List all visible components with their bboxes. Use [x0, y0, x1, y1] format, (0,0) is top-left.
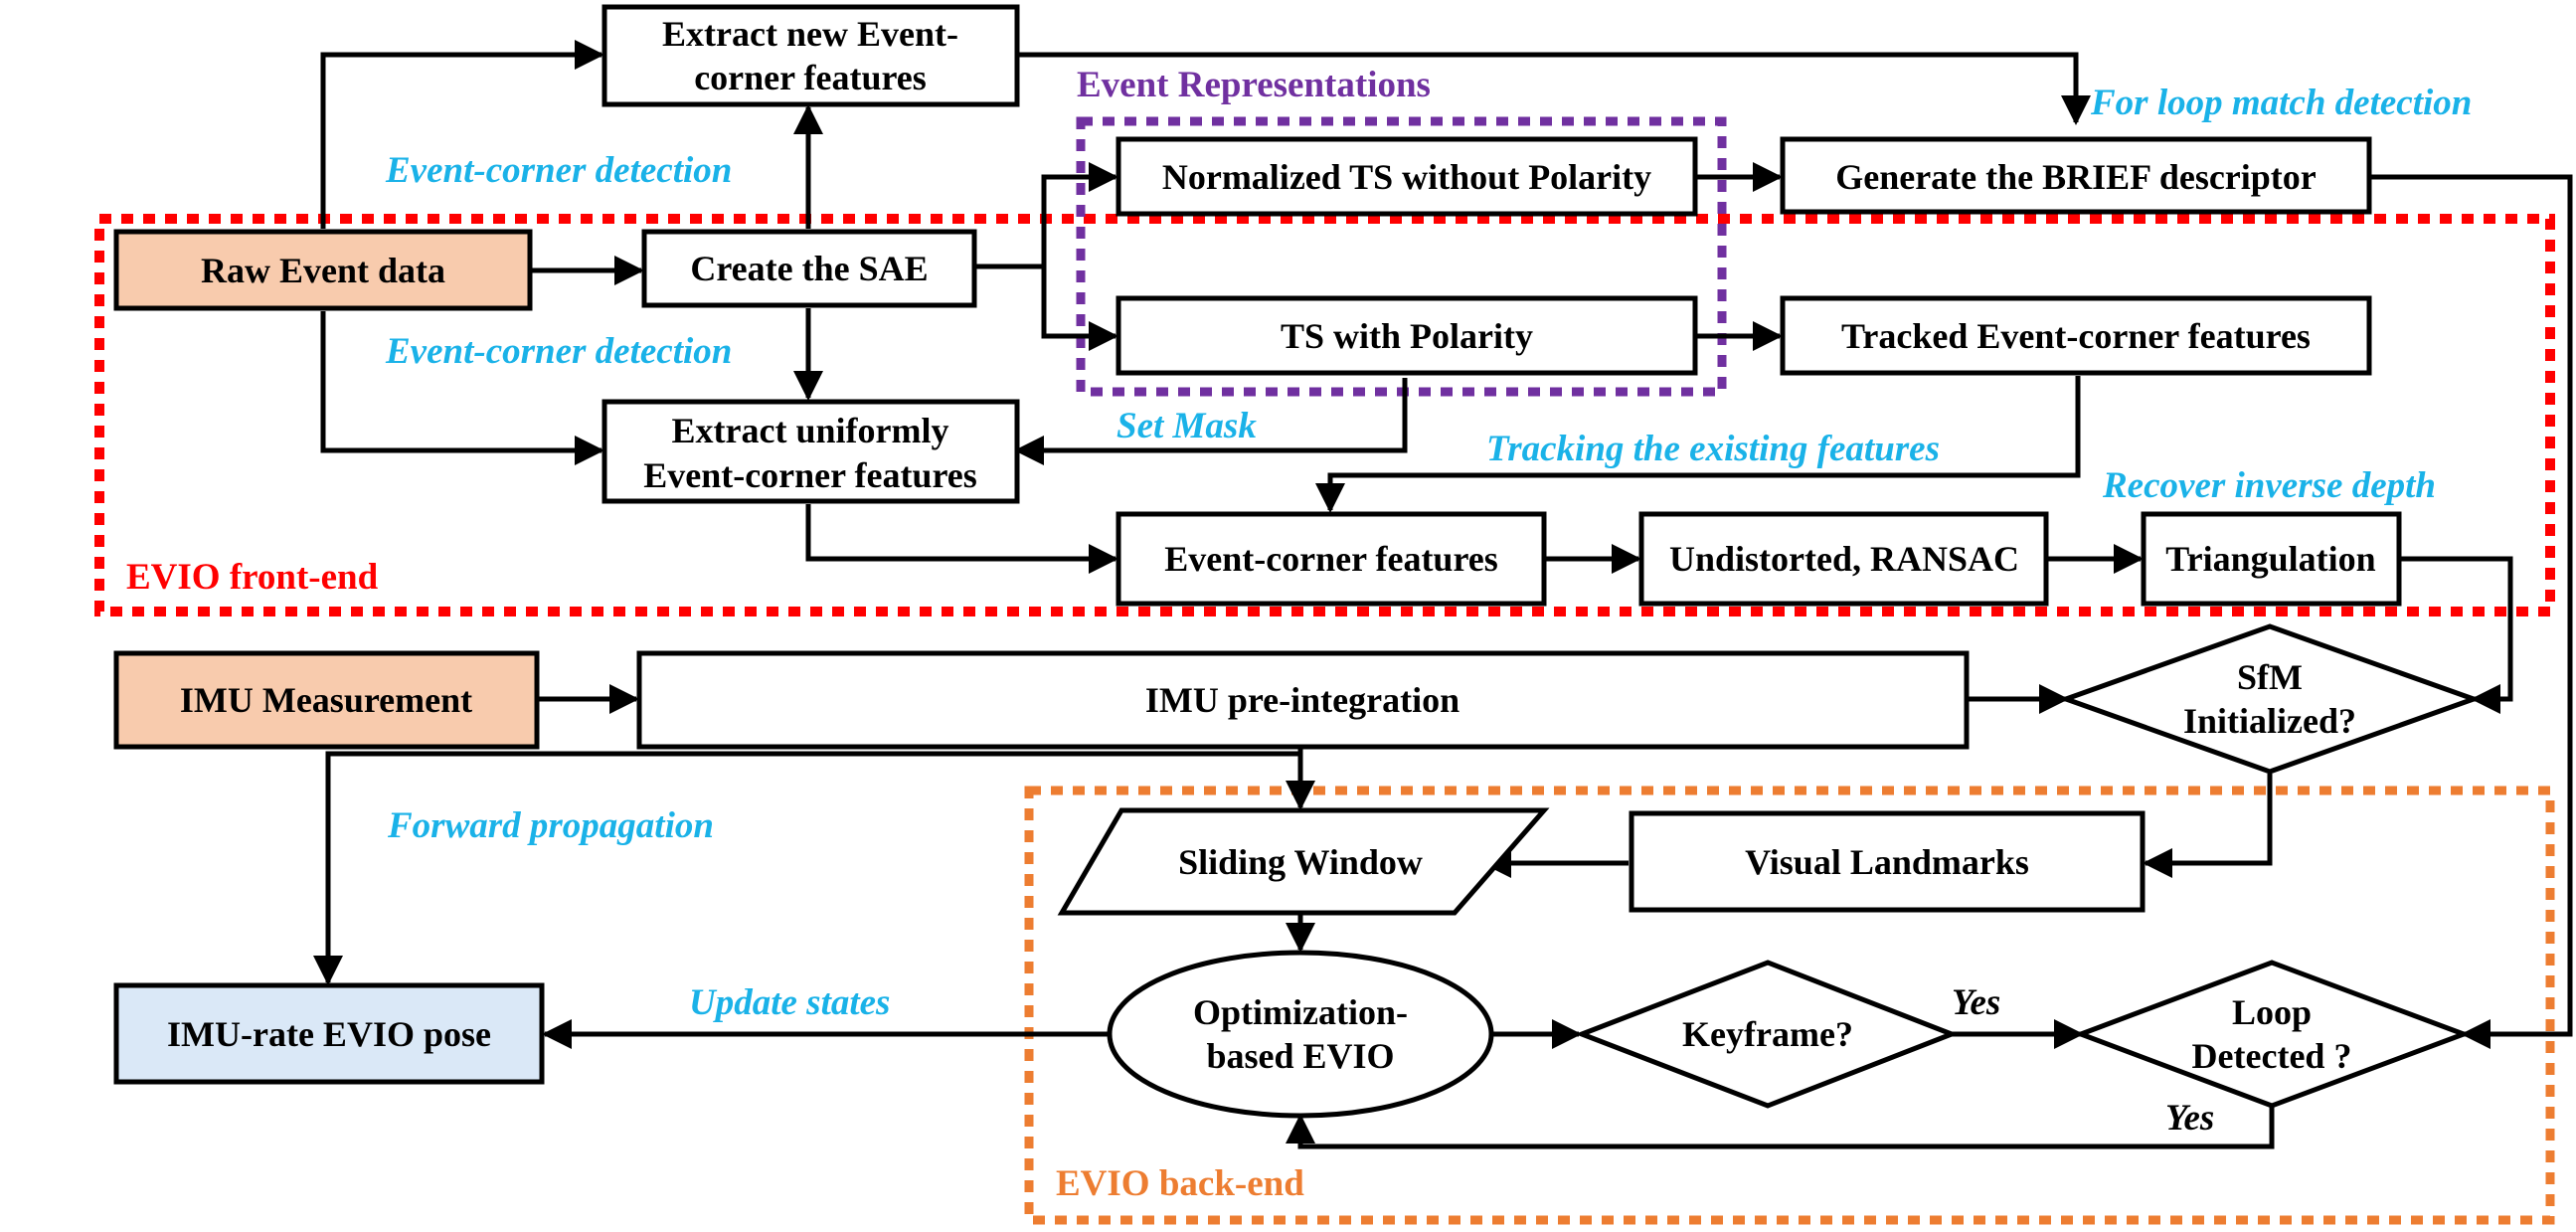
front-end-label: EVIO front-end — [126, 557, 379, 598]
set-mask-label: Set Mask — [1116, 406, 1257, 446]
keyframe-diamond — [1575, 960, 1959, 1109]
arrow-sae-to-ts-polarity — [1041, 266, 1118, 351]
arrow-extract-new-to-brief — [1017, 52, 2091, 125]
normalized-ts-label: Normalized TS without Polarity — [1162, 157, 1651, 197]
event-corner-label: Event-corner features — [1164, 539, 1498, 579]
node-labels: Raw Event data Extract new Event- corner… — [167, 14, 2376, 1076]
arrow-set-mask — [1014, 378, 1408, 465]
extract-uniform-label-1: Extract uniformly — [672, 411, 949, 450]
loop-match-label: For loop match detection — [2090, 83, 2472, 123]
raw-event-data-label: Raw Event data — [201, 251, 445, 290]
yes-keyframe-label: Yes — [1952, 982, 2000, 1023]
undistorted-box — [1638, 511, 2049, 607]
extract-new-box — [601, 4, 1020, 107]
annotations: Event-corner detection Event-corner dete… — [385, 83, 2472, 1139]
undistorted-label: Undistorted, RANSAC — [1669, 539, 2019, 579]
sfm-diamond — [2058, 623, 2482, 775]
brief-label: Generate the BRIEF descriptor — [1835, 157, 2317, 197]
arrow-tracked-to-event-corner — [1315, 376, 2081, 513]
arrow-sfm-to-landmarks — [2143, 774, 2273, 878]
arrow-forward-propagation — [313, 751, 1300, 985]
brief-box — [1780, 136, 2372, 215]
triangulation-box — [2141, 511, 2402, 607]
create-sae-label: Create the SAE — [690, 249, 928, 288]
tracked-label: Tracked Event-corner features — [1841, 316, 2311, 356]
arrow-raw-to-extract-new — [320, 40, 604, 229]
visual-landmarks-box — [1629, 810, 2146, 913]
loop-detected-diamond — [2073, 960, 2472, 1109]
forward-propagation-label: Forward propagation — [387, 805, 714, 846]
keyframe-label: Keyframe? — [1682, 1014, 1853, 1054]
arrow-uniform-to-event-corner — [805, 504, 1118, 574]
event-corner-box — [1116, 511, 1547, 607]
sliding-window-parallelogram — [1057, 807, 1550, 916]
region-labels: EVIO front-end EVIO back-end Event Repre… — [126, 65, 1431, 1204]
sfm-label-2: Initialized? — [2183, 701, 2356, 741]
ts-polarity-box — [1116, 295, 1698, 376]
event-corner-detection-mid-label: Event-corner detection — [385, 331, 732, 372]
optimization-ellipse — [1107, 950, 1494, 1119]
extract-uniform-box — [601, 399, 1020, 504]
imu-preint-box — [636, 650, 1970, 750]
optimization-label-2: based EVIO — [1206, 1036, 1394, 1076]
recover-depth-label: Recover inverse depth — [2102, 465, 2436, 506]
raw-event-data-box — [113, 229, 533, 311]
loop-label-2: Detected ? — [2192, 1036, 2352, 1076]
arrow-triangulation-to-sfm — [2399, 556, 2513, 714]
update-states-label: Update states — [689, 982, 890, 1023]
event-corner-detection-top-label: Event-corner detection — [385, 150, 732, 191]
extract-new-label-2: corner features — [694, 58, 927, 97]
tracking-existing-label: Tracking the existing features — [1486, 429, 1940, 469]
sfm-label-1: SfM — [2237, 657, 2303, 697]
ts-polarity-label: TS with Polarity — [1281, 316, 1533, 356]
imu-rate-pose-box — [113, 982, 545, 1085]
nodes — [113, 4, 2482, 1119]
arrow-brief-to-loop — [2369, 174, 2573, 1049]
triangulation-label: Triangulation — [2165, 539, 2375, 579]
extract-new-label-1: Extract new Event- — [662, 14, 958, 54]
arrow-sae-to-normalized-ts — [974, 162, 1118, 269]
imu-measurement-box — [113, 650, 540, 750]
back-end-label: EVIO back-end — [1056, 1163, 1304, 1204]
event-repr-label: Event Representations — [1077, 65, 1431, 105]
event-representations-region — [1076, 116, 1727, 397]
extract-uniform-label-2: Event-corner features — [643, 455, 977, 495]
visual-landmarks-label: Visual Landmarks — [1745, 842, 2029, 882]
arrow-raw-to-extract-uniform — [320, 311, 604, 465]
tracked-box — [1780, 295, 2372, 376]
normalized-ts-box — [1116, 136, 1698, 217]
imu-measurement-label: IMU Measurement — [180, 680, 472, 720]
imu-preint-label: IMU pre-integration — [1145, 680, 1460, 720]
arrow-loop-to-optimization — [1286, 1104, 2275, 1149]
optimization-label-1: Optimization- — [1193, 992, 1408, 1032]
back-end-region — [1024, 786, 2555, 1225]
create-sae-box — [641, 229, 977, 308]
connectors — [313, 40, 2573, 1149]
yes-loop-label: Yes — [2165, 1098, 2214, 1139]
loop-label-1: Loop — [2232, 992, 2312, 1032]
front-end-region — [94, 214, 2555, 616]
imu-rate-pose-label: IMU-rate EVIO pose — [167, 1014, 491, 1054]
sliding-window-label: Sliding Window — [1178, 842, 1423, 882]
